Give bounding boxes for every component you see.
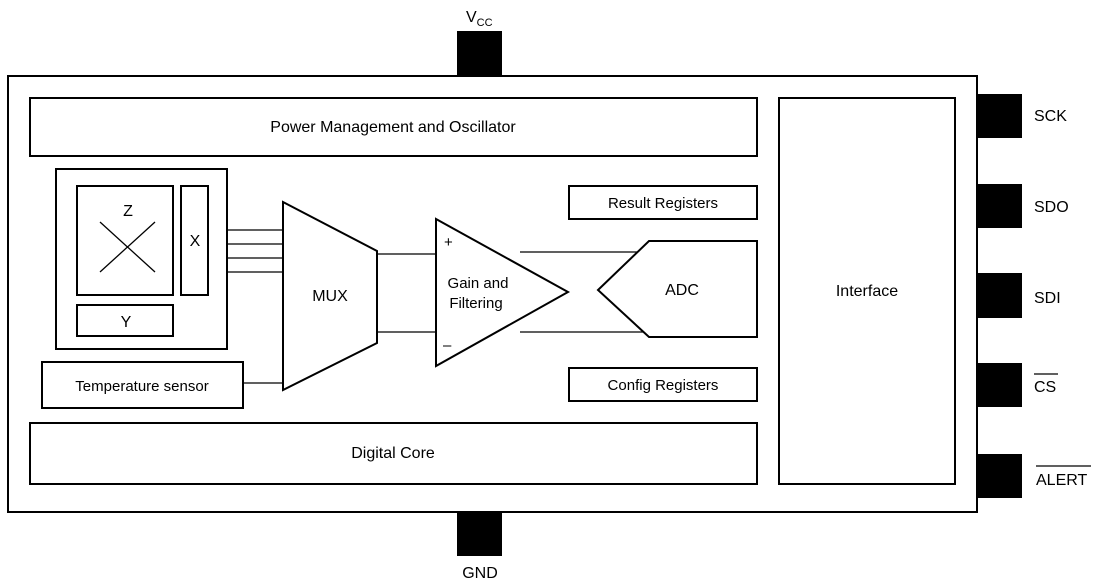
config-registers-label: Config Registers xyxy=(608,377,719,394)
config-registers-block xyxy=(568,367,758,402)
digital-core-block xyxy=(29,422,758,485)
sdi-pin xyxy=(977,273,1022,318)
sck-pin-label: SCK xyxy=(1034,108,1067,125)
cs-pin xyxy=(977,363,1022,407)
amp-plus: + xyxy=(444,234,453,251)
gnd-pin xyxy=(457,512,502,556)
sensor-y-label: Y xyxy=(121,314,132,331)
interface-label: Interface xyxy=(836,283,898,300)
vcc-pin xyxy=(457,31,502,76)
sdo-pin xyxy=(977,184,1022,228)
sensor-z-cross xyxy=(99,221,156,273)
gain-label-line2: Filtering xyxy=(449,295,502,312)
temperature-sensor-label: Temperature sensor xyxy=(75,378,208,395)
sensor-x-box xyxy=(180,185,209,296)
sensor-y-box xyxy=(76,304,174,337)
adc-block xyxy=(596,240,758,338)
mux-block xyxy=(282,200,378,392)
gnd-pin-label: GND xyxy=(462,565,498,582)
interface-block xyxy=(778,97,956,485)
power-management-block xyxy=(29,97,758,157)
alert-pin-label: ALERT xyxy=(1036,472,1088,489)
power-management-label: Power Management and Oscillator xyxy=(270,119,516,136)
gain-label-line1: Gain and xyxy=(448,275,509,292)
sensor-x-label: X xyxy=(190,233,201,250)
adc-label: ADC xyxy=(665,282,699,299)
digital-core-label: Digital Core xyxy=(351,445,435,462)
vcc-pin-label: VCC xyxy=(466,9,493,29)
sck-pin xyxy=(977,94,1022,138)
result-registers-block xyxy=(568,185,758,220)
amp-minus: – xyxy=(443,337,452,354)
temperature-sensor-block xyxy=(41,361,244,409)
sensor-z-box xyxy=(76,185,174,296)
mux-label: MUX xyxy=(312,288,348,305)
result-registers-label: Result Registers xyxy=(608,195,718,212)
gain-filtering-amplifier xyxy=(435,217,571,368)
cs-pin-label: CS xyxy=(1034,379,1056,396)
sdi-pin-label: SDI xyxy=(1034,290,1061,307)
alert-pin xyxy=(977,454,1022,498)
sensor-z-label: Z xyxy=(123,203,133,220)
sdo-pin-label: SDO xyxy=(1034,199,1069,216)
